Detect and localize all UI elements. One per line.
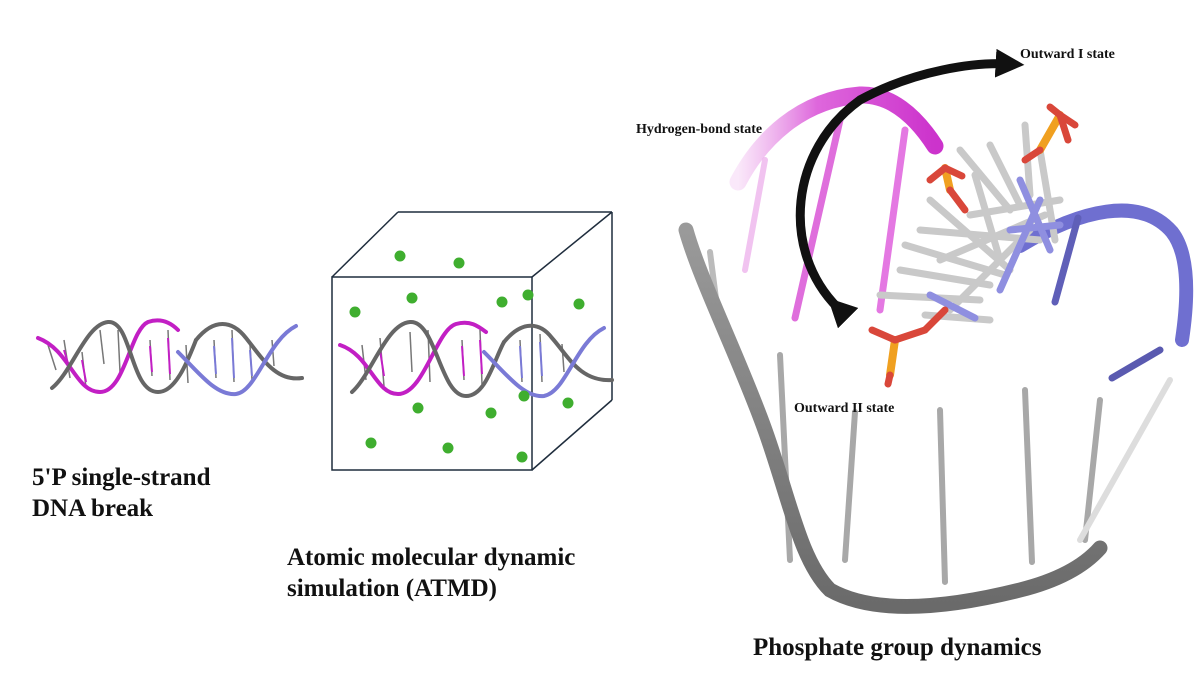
dna-break-label: 5'P single-strand DNA break (32, 462, 211, 524)
outward-1-label: Outward I state (1020, 47, 1115, 62)
phosphate-dynamics-panel (678, 48, 1194, 614)
simulation-box (331, 211, 613, 471)
conformation-arrow (795, 48, 1025, 329)
base-pair-rungs (47, 329, 275, 389)
hydrogen-bond-label: Hydrogen-bond state (636, 122, 763, 137)
dna-helix-left (36, 318, 304, 397)
atmd-label: Atomic molecular dynamic simulation (ATM… (287, 542, 575, 604)
gray-strand (50, 320, 198, 395)
atmd-label-line2: simulation (ATMD) (287, 575, 497, 602)
blue-strand (176, 324, 298, 397)
gray-rungs (777, 352, 1103, 585)
ion-dots (349, 250, 585, 463)
dna-break-label-line2: DNA break (32, 495, 154, 522)
phosphate-dynamics-label: Phosphate group dynamics (753, 634, 1042, 661)
dna-break-label-line1: 5'P single-strand (32, 464, 211, 491)
blue-backbone (1013, 203, 1194, 347)
outward-2-label: Outward II state (794, 401, 895, 416)
atmd-label-line1: Atomic molecular dynamic (287, 544, 576, 571)
gray-backbone (678, 222, 1108, 614)
dna-helix-in-box (338, 319, 614, 399)
